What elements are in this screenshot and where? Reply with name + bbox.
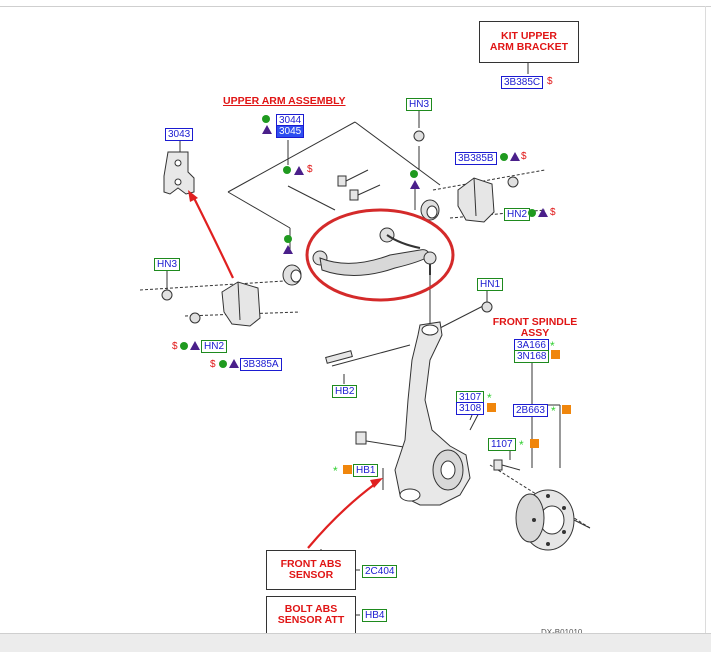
part-hn3-left[interactable]: HN3 xyxy=(154,258,181,271)
part-3b385b[interactable]: 3B385B xyxy=(455,152,497,165)
bracket-3043 xyxy=(163,151,195,195)
green-dot-icon xyxy=(219,360,227,371)
top-border xyxy=(0,6,711,7)
part-3043[interactable]: 3043 xyxy=(165,128,194,141)
right-border xyxy=(705,6,706,633)
part-hn2-left[interactable]: HN2 xyxy=(201,340,228,353)
orange-square-icon xyxy=(487,403,496,415)
bolt-abs-sensor-att-title: BOLT ABS SENSOR ATT xyxy=(266,596,356,634)
part-1107[interactable]: 1107 xyxy=(488,438,516,451)
green-dot-icon xyxy=(410,170,418,181)
part-3n168[interactable]: 3N168 xyxy=(514,350,550,363)
part-hb1[interactable]: HB1 xyxy=(353,464,379,477)
purple-triangle-icon xyxy=(294,166,304,178)
kit-upper-arm-bracket-title: KIT UPPER ARM BRACKET xyxy=(479,21,579,63)
page-code: DX-B01010 xyxy=(541,628,582,637)
part-3045[interactable]: 3045 xyxy=(276,125,305,138)
green-dot-icon xyxy=(180,342,188,353)
part-3b385a[interactable]: 3B385A xyxy=(240,358,282,371)
dollar-symbol: $ xyxy=(547,76,553,87)
orange-square-icon xyxy=(562,405,571,417)
purple-triangle-icon xyxy=(229,359,239,371)
upper-control-arm xyxy=(319,249,431,277)
green-dot-icon xyxy=(528,209,536,220)
dollar-symbol: $ xyxy=(550,207,556,218)
purple-triangle-icon xyxy=(283,245,293,257)
green-dot-icon xyxy=(262,115,270,126)
dollar-symbol: $ xyxy=(210,359,216,370)
part-hn2-right[interactable]: HN2 xyxy=(504,208,531,221)
part-3b385c[interactable]: 3B385C xyxy=(501,76,544,89)
part-3108[interactable]: 3108 xyxy=(456,402,485,415)
star-icon: * xyxy=(550,339,555,353)
bottom-scrollbar[interactable] xyxy=(0,633,711,652)
part-hb2[interactable]: HB2 xyxy=(332,385,358,398)
part-2b663[interactable]: 2B663 xyxy=(513,404,548,417)
star-icon: * xyxy=(551,404,556,418)
green-dot-icon xyxy=(284,235,292,246)
purple-triangle-icon xyxy=(262,125,272,137)
star-icon: * xyxy=(333,464,338,478)
part-2c404[interactable]: 2C404 xyxy=(362,565,398,578)
purple-triangle-icon xyxy=(410,180,420,192)
dollar-symbol: $ xyxy=(172,341,178,352)
orange-square-icon xyxy=(530,439,539,451)
orange-square-icon xyxy=(343,465,352,477)
dollar-symbol: $ xyxy=(521,151,527,162)
front-spindle-assy-title: FRONT SPINDLE ASSY xyxy=(492,316,578,339)
highlight-circle xyxy=(305,208,455,302)
star-icon: * xyxy=(487,391,492,405)
upper-arm-assembly-title: UPPER ARM ASSEMBLY xyxy=(223,95,346,107)
front-abs-sensor-title: FRONT ABS SENSOR xyxy=(266,550,356,590)
purple-triangle-icon xyxy=(510,152,520,164)
part-hn3-top[interactable]: HN3 xyxy=(406,98,433,111)
purple-triangle-icon xyxy=(538,208,548,220)
red-arrows xyxy=(188,190,383,549)
dollar-symbol: $ xyxy=(307,164,313,175)
part-hb4[interactable]: HB4 xyxy=(362,609,388,622)
purple-triangle-icon xyxy=(190,341,200,353)
green-dot-icon xyxy=(500,153,508,164)
orange-square-icon xyxy=(551,350,560,362)
green-dot-icon xyxy=(283,166,291,177)
star-icon: * xyxy=(519,438,524,452)
bracket-3b385a xyxy=(221,281,261,327)
bracket-3b385b xyxy=(457,177,495,223)
part-hn1[interactable]: HN1 xyxy=(477,278,504,291)
